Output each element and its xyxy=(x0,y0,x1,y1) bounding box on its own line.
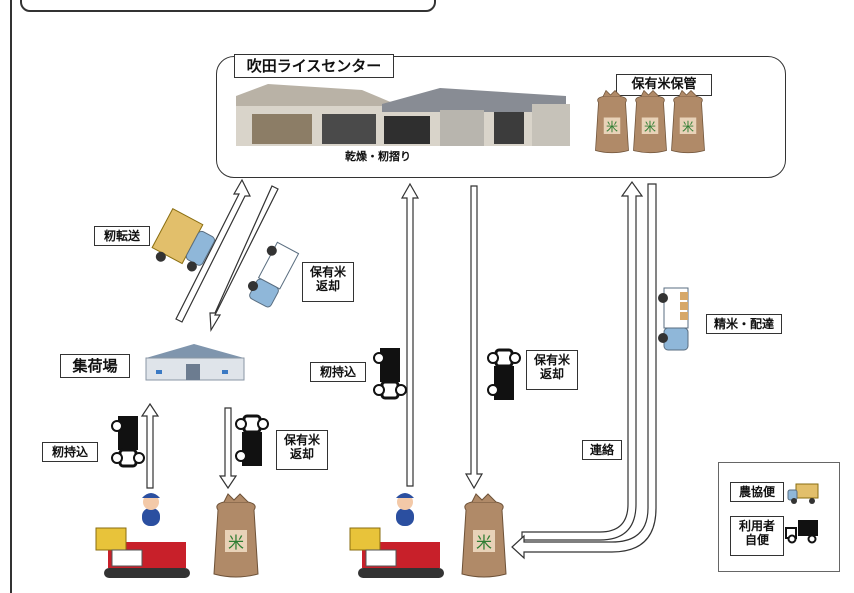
mid-down-arrow xyxy=(464,185,484,490)
mid-up-arrow xyxy=(400,182,420,487)
left-bring-in-label: 籾持込 xyxy=(42,442,98,462)
left-harvester-image xyxy=(95,492,191,579)
contact-label: 連絡 xyxy=(582,440,622,460)
delivery-return-arrow xyxy=(511,183,657,560)
rice-center-box xyxy=(216,56,786,178)
legend-ja-truck-icon xyxy=(787,483,819,504)
return-arrow-diagonal xyxy=(209,185,279,332)
mid-bring-in-label: 籾持込 xyxy=(310,362,366,382)
mid-harvester-image xyxy=(349,492,445,579)
legend-ja-delivery-label: 農協便 xyxy=(730,482,784,502)
rice-sack-icon-1 xyxy=(595,90,629,154)
polish-delivery-truck-icon xyxy=(657,287,689,351)
mid-return-label: 保有米 返却 xyxy=(526,350,578,390)
rice-sack-icon-3 xyxy=(671,90,705,154)
left-bring-in-truck-icon xyxy=(110,414,146,468)
storage-label: 保有米保管 xyxy=(616,74,712,96)
transfer-label: 籾転送 xyxy=(94,226,150,246)
polish-delivery-label: 精米・配達 xyxy=(706,314,782,334)
mid-farm-rice-sack-icon xyxy=(461,493,507,578)
return-truck-icon xyxy=(242,239,300,309)
transfer-arrow xyxy=(175,178,251,323)
rice-sack-icon-2 xyxy=(633,90,667,154)
left-farm-rice-sack-icon xyxy=(213,493,259,578)
left-border-line xyxy=(10,0,12,593)
legend-user-truck-icon xyxy=(785,520,818,544)
rice-center-building-image xyxy=(236,84,570,146)
collection-point-label: 集荷場 xyxy=(60,354,130,378)
mid-return-truck-icon xyxy=(486,348,522,402)
left-up-arrow xyxy=(140,402,160,489)
rice-center-title: 吹田ライスセンター xyxy=(234,54,394,78)
left-down-arrow xyxy=(218,407,238,490)
left-return-label: 保有米 返却 xyxy=(276,430,328,470)
mid-bring-in-truck-icon xyxy=(372,346,408,400)
collection-warehouse-image xyxy=(145,344,245,381)
contact-arrow xyxy=(521,180,644,541)
left-return-truck-icon xyxy=(234,414,270,468)
transfer-truck-icon xyxy=(151,208,215,272)
legend-user-own-label: 利用者 自便 xyxy=(730,516,784,556)
header-frame xyxy=(20,0,436,12)
process-label: 乾燥・籾摺り xyxy=(345,150,411,163)
return-label-top: 保有米 返却 xyxy=(302,262,354,302)
